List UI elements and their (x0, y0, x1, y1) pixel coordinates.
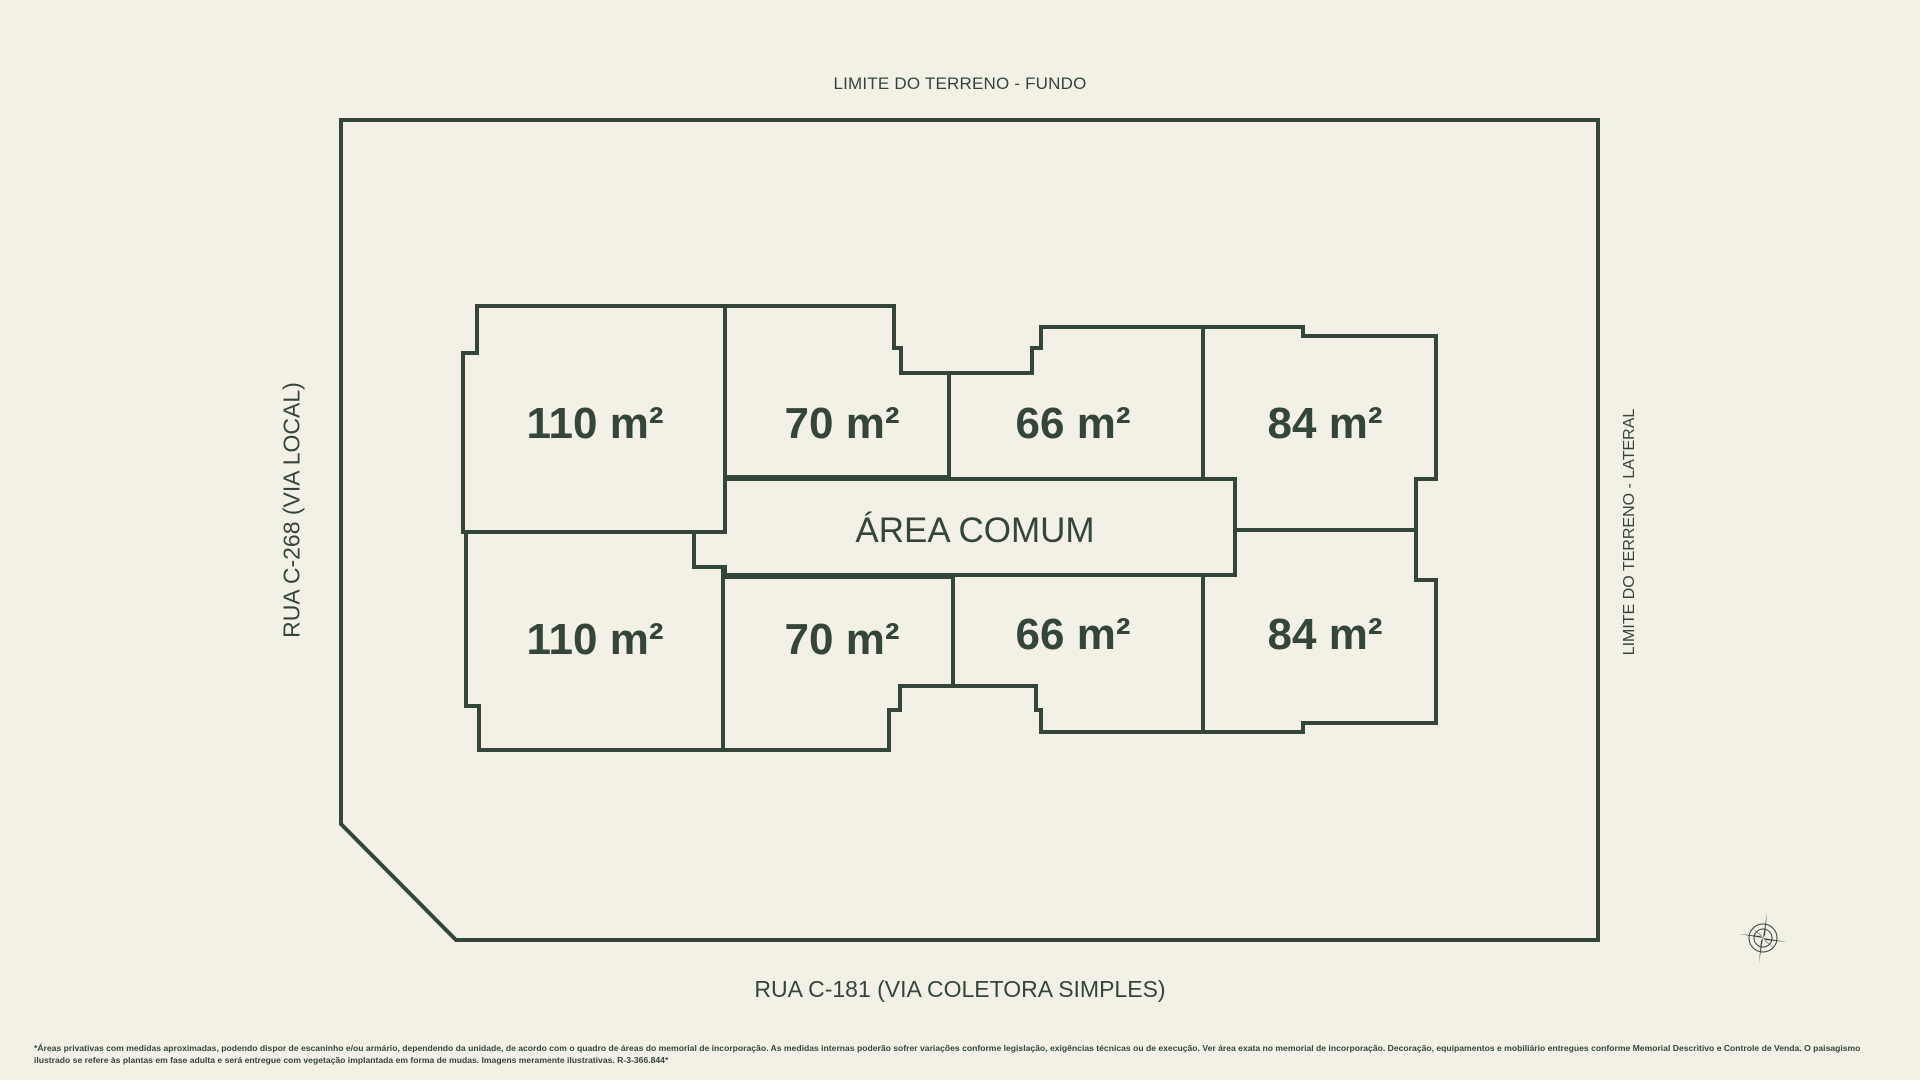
unit-area-top-4: 84 m² (1267, 399, 1383, 448)
compass-rose-icon (1739, 913, 1787, 963)
legal-disclaimer: *Áreas privativas com medidas aproximada… (34, 1043, 1861, 1065)
unit-outline-bottom-4 (1203, 530, 1438, 734)
unit-outline-bottom-2 (723, 575, 955, 752)
lot-limit-back-label: LIMITE DO TERRENO - FUNDO (833, 74, 1087, 93)
unit-area-top-3: 66 m² (1015, 399, 1131, 448)
unit-area-top-2: 70 m² (784, 399, 900, 448)
unit-outline-top-2 (725, 304, 951, 479)
unit-area-top-1: 110 m² (526, 399, 664, 448)
common-area-label: ÁREA COMUM (855, 511, 1095, 550)
lot-limit-side-label: LIMITE DO TERRENO - LATERAL (1621, 408, 1638, 656)
unit-area-bottom-4: 84 m² (1267, 610, 1383, 659)
unit-outline-top-4 (1203, 325, 1438, 532)
unit-area-bottom-3: 66 m² (1015, 610, 1131, 659)
unit-area-bottom-1: 110 m² (526, 615, 664, 664)
street-c268-label: RUA C-268 (VIA LOCAL) (278, 382, 305, 638)
lot-boundary (339, 118, 1600, 942)
unit-area-bottom-2: 70 m² (784, 615, 900, 664)
street-c181-label: RUA C-181 (VIA COLETORA SIMPLES) (754, 976, 1166, 1002)
